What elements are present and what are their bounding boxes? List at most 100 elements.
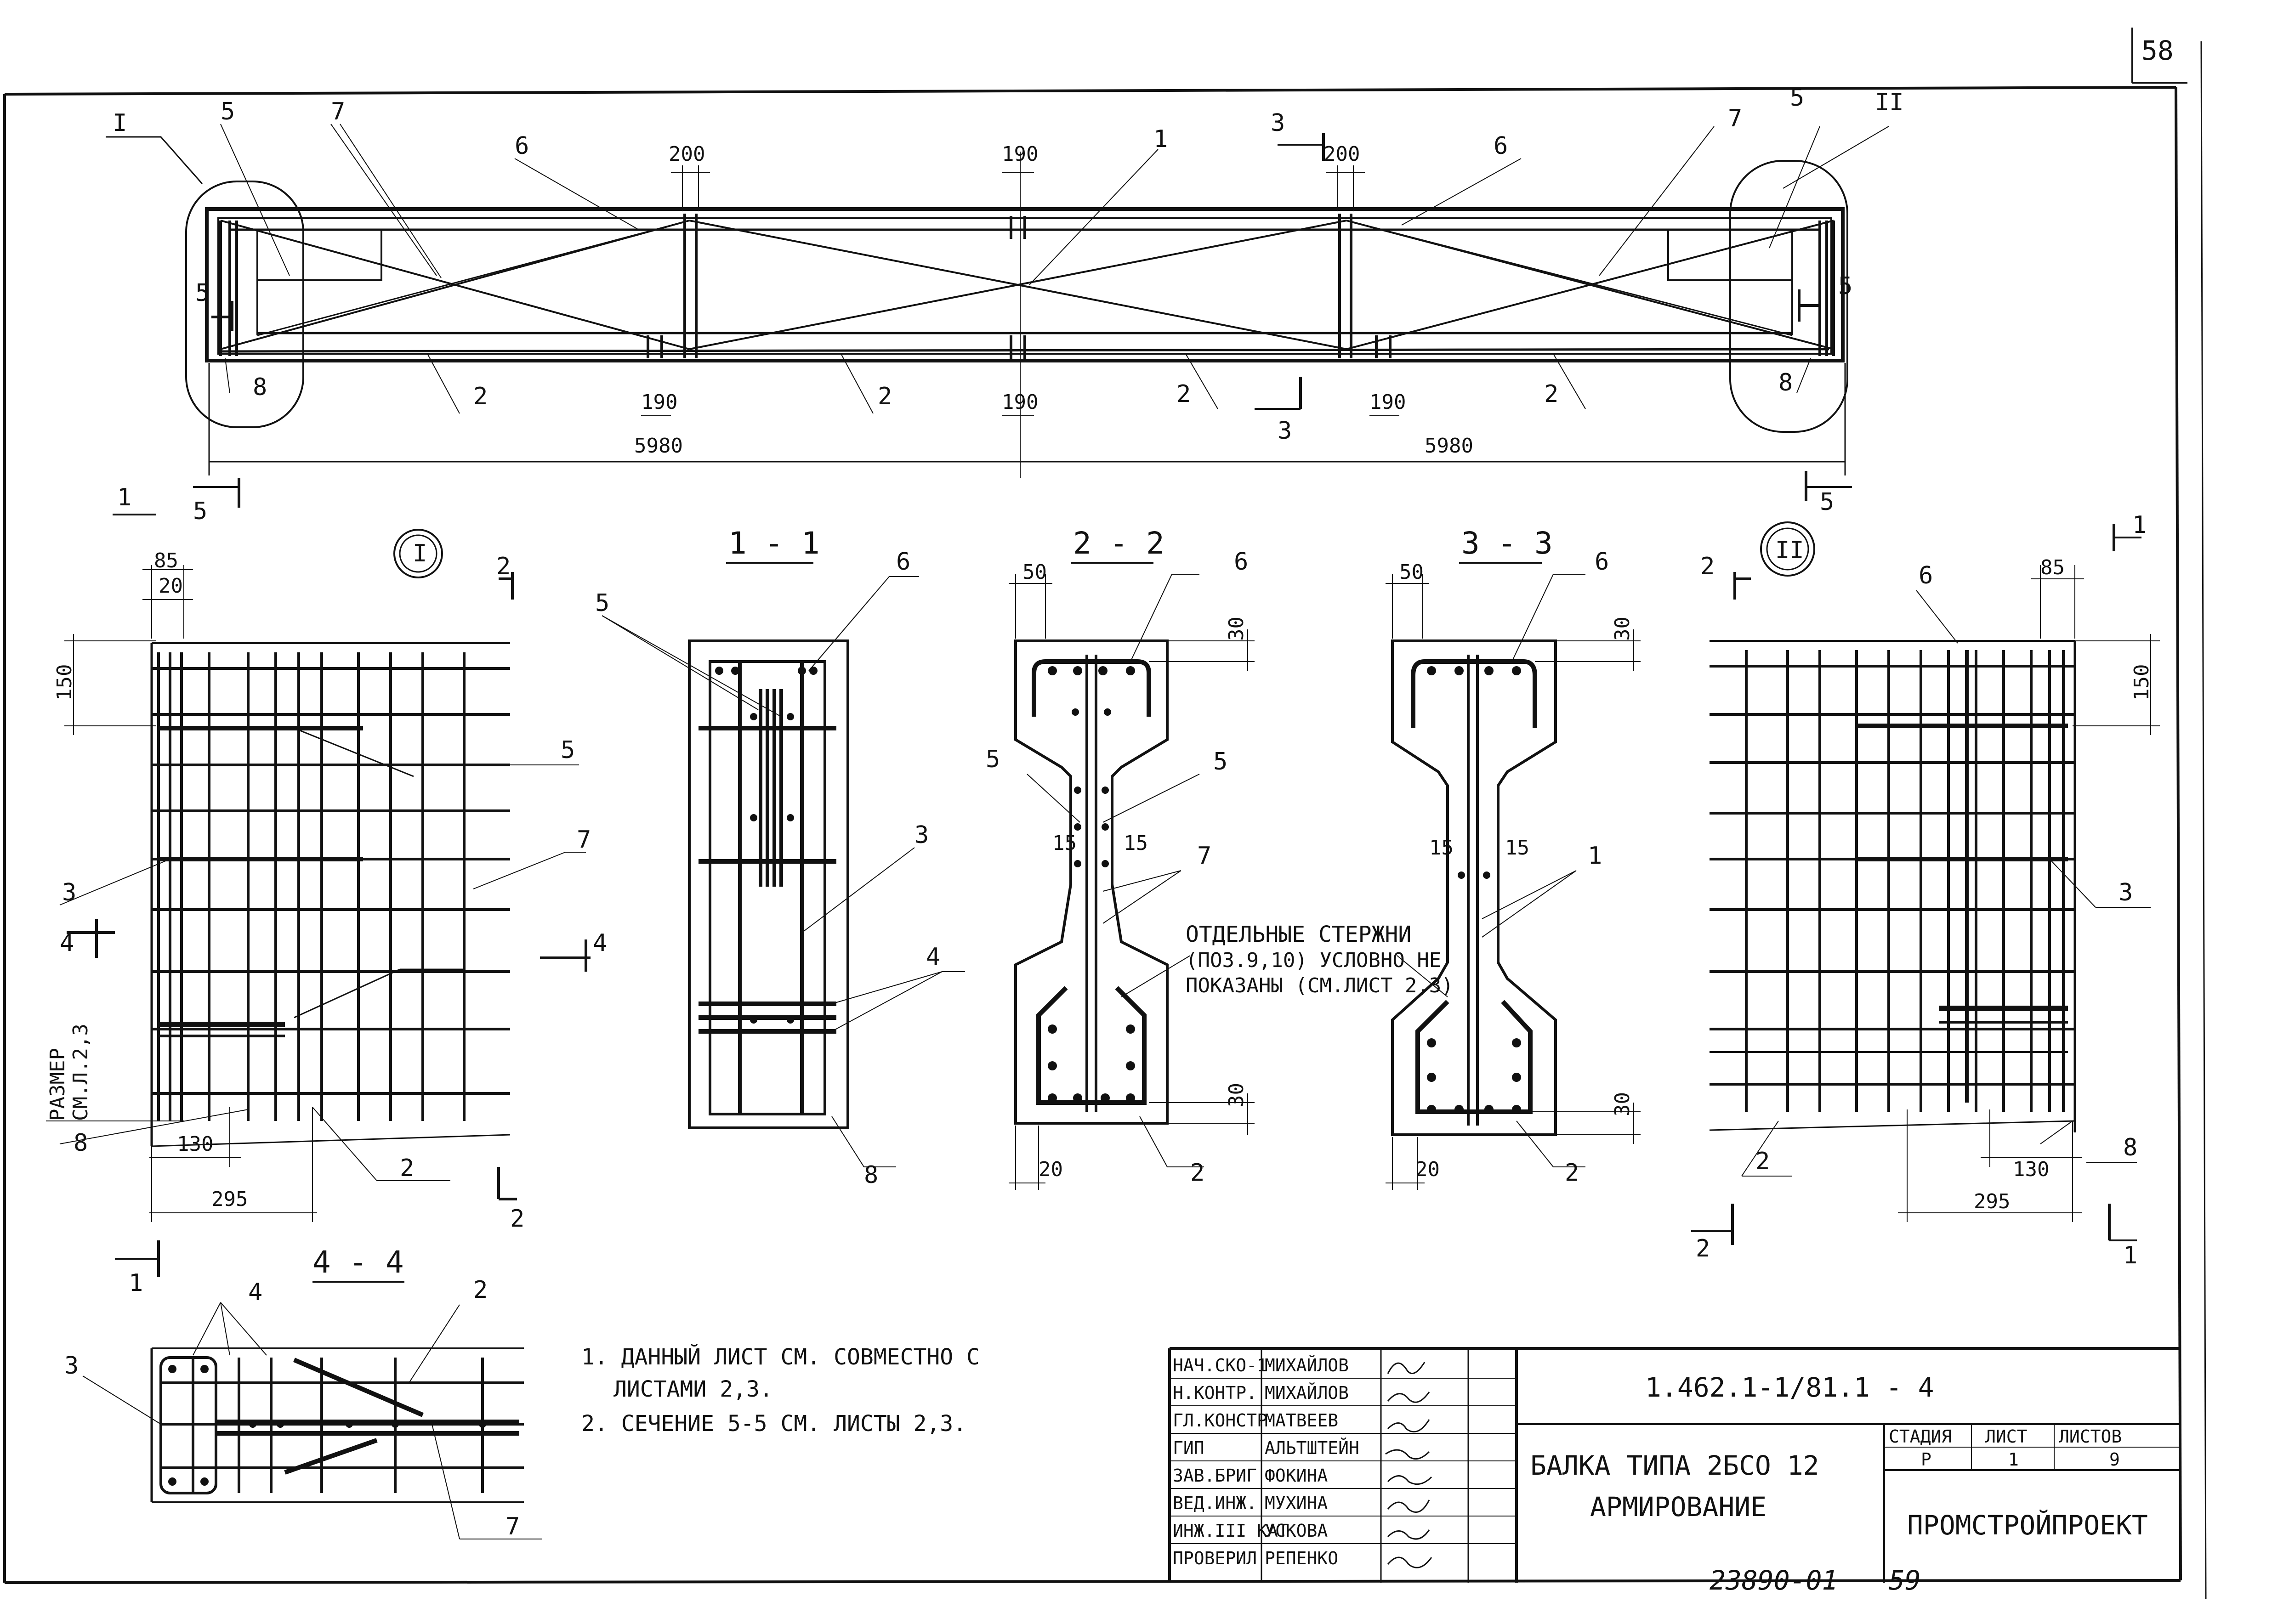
- notes: 1. ДАННЫЙ ЛИСТ СМ. СОВМЕСТНО С ЛИСТАМИ 2…: [581, 1344, 980, 1437]
- callout-6-left: 6: [515, 132, 529, 160]
- callout-5-right: 5: [1790, 84, 1804, 112]
- callout-6-s11: 6: [896, 548, 910, 576]
- callout-7-s22: 7: [1197, 842, 1211, 870]
- callout-4-s44: 4: [248, 1279, 262, 1306]
- cut-2-bottom: 2: [510, 1205, 524, 1233]
- note-1-line-2: ЛИСТАМИ 2,3.: [613, 1376, 773, 1402]
- stage-header: СТАДИЯ: [1889, 1426, 1952, 1447]
- section-3-3-title: 3 - 3: [1461, 526, 1553, 561]
- cut-1-top-left: 1: [117, 484, 131, 511]
- title-block: НАЧ.СКО-1 Н.КОНТР. ГЛ.КОНСТР ГИП ЗАВ.БРИ…: [1168, 1347, 2181, 1583]
- callout-2-detail-II: 2: [1755, 1148, 1770, 1175]
- cut-5-left: 5: [195, 279, 210, 307]
- callout-8-s11: 8: [864, 1161, 878, 1189]
- section-1-1-title: 1 - 1: [728, 526, 820, 561]
- callout-2-s33: 2: [1565, 1159, 1579, 1187]
- tb-name-7: УСКОВА: [1265, 1521, 1328, 1541]
- stamp-number: 23890-01: [1710, 1565, 1838, 1596]
- section-1-1: 1 - 1: [595, 526, 965, 1189]
- dim-30-bottom-s22: 30: [1225, 1083, 1248, 1107]
- tb-role-6: ВЕД.ИНЖ.: [1173, 1493, 1257, 1513]
- drawing-frame: [3, 41, 2207, 1599]
- tb-role-1: НАЧ.СКО-1: [1173, 1355, 1267, 1375]
- callout-2-c: 2: [1176, 380, 1191, 408]
- size-note-1: РАЗМЕР: [46, 1048, 69, 1121]
- dim-20-s33: 20: [1415, 1158, 1440, 1181]
- note-1-line-1: 1. ДАННЫЙ ЛИСТ СМ. СОВМЕСТНО С: [581, 1344, 980, 1370]
- annotation-line-3: ПОКАЗАНЫ (СМ.ЛИСТ 2,3): [1186, 974, 1454, 997]
- dim-30-top-s22: 30: [1225, 617, 1248, 641]
- stage-value: Р: [1921, 1449, 1931, 1470]
- detail-I-mark: I: [413, 540, 427, 567]
- dim-85: 85: [154, 549, 178, 572]
- tb-role-8: ПРОВЕРИЛ: [1173, 1548, 1257, 1568]
- tb-name-1: МИХАЙЛОВ: [1265, 1355, 1349, 1375]
- sheets-header: ЛИСТОВ: [2059, 1426, 2122, 1447]
- sheets-value: 9: [2109, 1449, 2120, 1470]
- page-number-box: 58: [2131, 28, 2187, 84]
- title-line-2: АРМИРОВАНИЕ: [1590, 1491, 1766, 1522]
- cut-3-top: 3: [1271, 109, 1285, 137]
- callout-7-s44: 7: [506, 1513, 520, 1540]
- note-2: 2. СЕЧЕНИЕ 5-5 СМ. ЛИСТЫ 2,3.: [581, 1411, 966, 1437]
- dim-50-s33: 50: [1399, 560, 1424, 584]
- dim-30-bottom-s33: 30: [1611, 1092, 1634, 1116]
- callout-8-left: 8: [253, 373, 267, 401]
- callout-5-detail: 5: [561, 736, 575, 764]
- beam-elevation: [106, 124, 1889, 508]
- signatures: [1385, 1362, 1432, 1568]
- annotation-line-1: ОТДЕЛЬНЫЕ СТЕРЖНИ: [1186, 922, 1411, 947]
- section-2-2-title: 2 - 2: [1073, 526, 1164, 561]
- dim-190-mid: 190: [1002, 390, 1038, 414]
- doc-code: 1.462.1-1/81.1 - 4: [1645, 1372, 1934, 1403]
- elevation-labels: I 5 7 6 200 190 1 3 200 6 7 5 II 5 5 8 8…: [113, 84, 1904, 525]
- dim-15-s22-right: 15: [1124, 832, 1148, 855]
- tb-role-3: ГЛ.КОНСТР: [1173, 1410, 1267, 1431]
- dim-190-left: 190: [641, 390, 677, 414]
- cut-5-bottom-right: 5: [1820, 488, 1834, 516]
- tb-role-2: Н.КОНТР.: [1173, 1383, 1257, 1403]
- dim-15-s22-left: 15: [1052, 832, 1077, 855]
- callout-2-detail: 2: [400, 1154, 414, 1182]
- dim-15-s33-right: 15: [1505, 836, 1529, 860]
- callout-3-s11: 3: [914, 821, 929, 849]
- callout-2-s44: 2: [473, 1276, 488, 1304]
- tb-role-7: ИНЖ.III КАТ: [1173, 1521, 1289, 1541]
- dim-190-top: 190: [1002, 142, 1038, 166]
- callout-1-s33: 1: [1588, 842, 1602, 870]
- dim-50-s22: 50: [1022, 560, 1047, 584]
- cut-5-bottom-left: 5: [193, 498, 207, 525]
- dim-130-II: 130: [2013, 1158, 2049, 1181]
- callout-8-detail-II: 8: [2123, 1134, 2137, 1161]
- callout-5-s11: 5: [595, 589, 609, 617]
- tb-name-6: МУХИНА: [1265, 1493, 1328, 1513]
- cut-1-bottom-left: 1: [129, 1269, 143, 1297]
- callout-I: I: [113, 109, 127, 137]
- dim-200-left: 200: [669, 142, 705, 166]
- callout-7-right: 7: [1728, 105, 1742, 132]
- callout-7-detail: 7: [577, 826, 591, 854]
- section-2-2: 2 - 2: [986, 526, 1255, 1190]
- dim-20: 20: [159, 574, 183, 598]
- callout-6-detail-II: 6: [1919, 562, 1933, 589]
- section-4-4: 4 - 4: [64, 1245, 542, 1540]
- callout-6-right: 6: [1494, 132, 1508, 160]
- org-name: ПРОМСТРОЙПРОЕКТ: [1907, 1509, 2148, 1541]
- stamp-page: 59: [1889, 1565, 1921, 1596]
- callout-2-s22: 2: [1190, 1159, 1204, 1187]
- dim-150-II: 150: [2130, 664, 2153, 701]
- dim-20-s22: 20: [1039, 1158, 1063, 1181]
- callout-1: 1: [1153, 125, 1168, 153]
- title-line-1: БАЛКА ТИПА 2БСО 12: [1530, 1450, 1819, 1481]
- page-number: 58: [2141, 35, 2174, 66]
- callout-5-s22-left: 5: [986, 746, 1000, 773]
- detail-II-mark: II: [1775, 537, 1804, 564]
- tb-name-4: АЛЬТШТЕЙН: [1265, 1438, 1359, 1458]
- tb-role-5: ЗАВ.БРИГ: [1173, 1466, 1257, 1486]
- detail-I: I: [46, 484, 607, 1297]
- cut-2-top: 2: [496, 553, 511, 580]
- callout-2-d: 2: [1544, 380, 1558, 408]
- tb-name-2: МИХАЙЛОВ: [1265, 1383, 1349, 1403]
- sheet-header: ЛИСТ: [1985, 1426, 2028, 1447]
